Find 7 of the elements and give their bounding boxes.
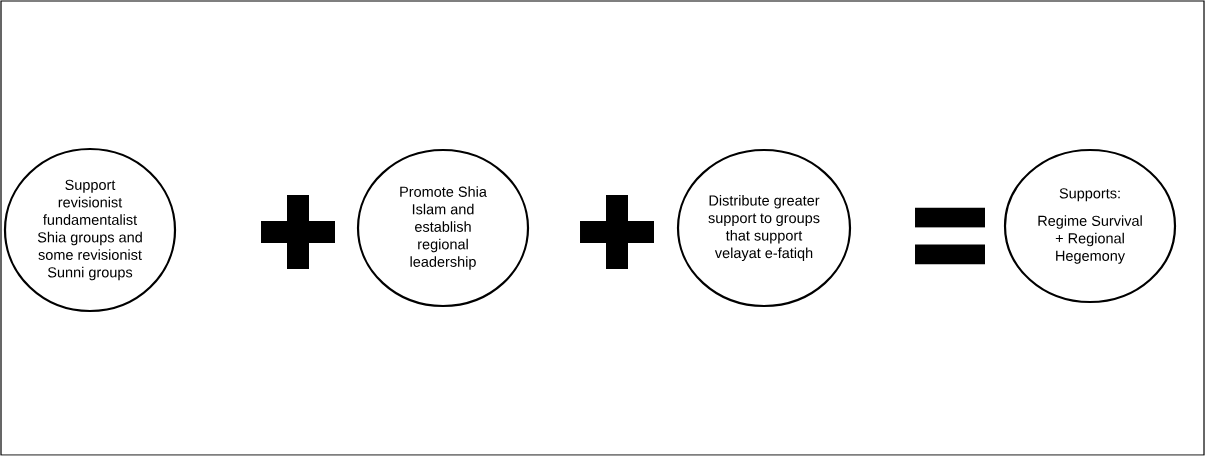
circle-node: Promote Shia Islam and establish regional leadership xyxy=(356,148,530,308)
plus-sign xyxy=(580,195,654,269)
plus-sign xyxy=(261,195,335,269)
circle-node: Distribute greater support to groups that support velayat e-fatiqh xyxy=(676,148,852,308)
circle-node: Supports: Regime Survival + Regional Hegemony xyxy=(1003,148,1177,304)
equals-sign xyxy=(915,207,985,265)
circle-node: Support revisionist fundamentalist Shia groups and some revisionist Sunni groups xyxy=(3,147,177,313)
